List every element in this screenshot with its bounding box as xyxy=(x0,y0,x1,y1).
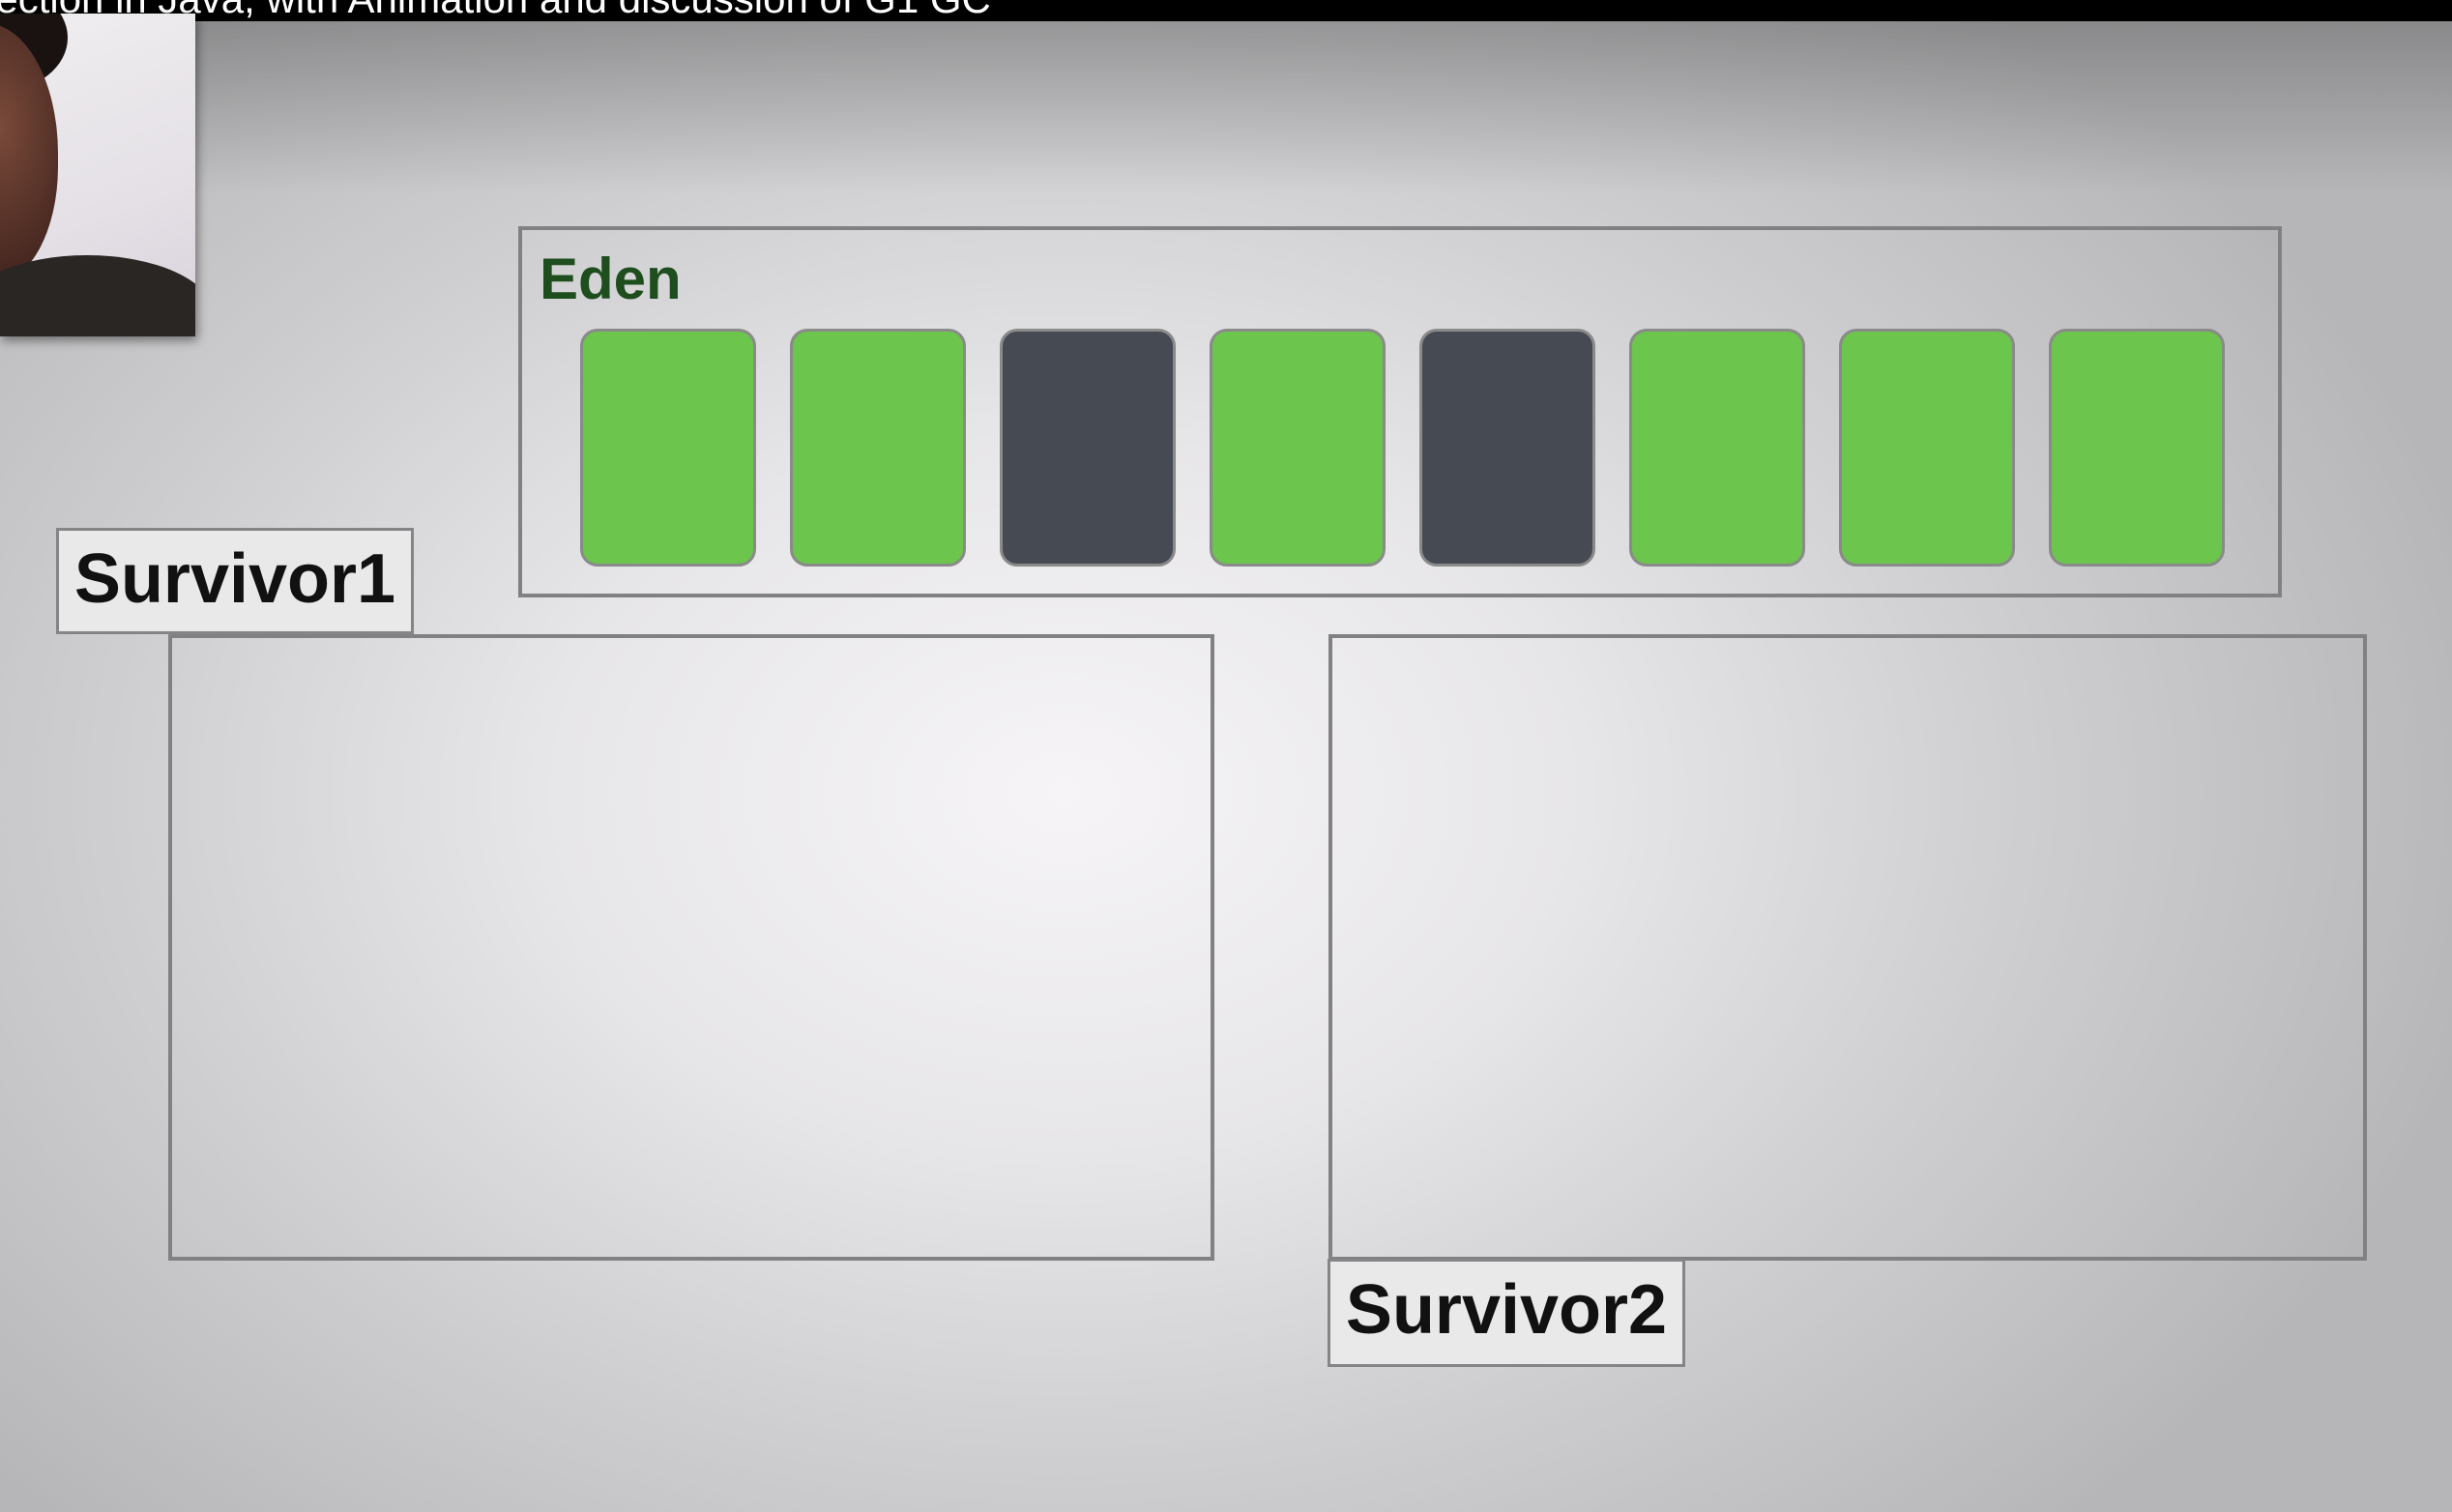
survivor1-label: Survivor1 xyxy=(56,528,414,634)
eden-object-unreferenced xyxy=(1419,329,1595,567)
eden-object-referenced xyxy=(2049,329,2225,567)
video-title: lection in Java, with Animation and disc… xyxy=(0,0,991,19)
eden-label: Eden xyxy=(540,247,682,311)
eden-object-referenced xyxy=(1839,329,2015,567)
survivor2-label: Survivor2 xyxy=(1328,1259,1685,1367)
video-title-bar: lection in Java, with Animation and disc… xyxy=(0,0,2452,21)
eden-object-referenced xyxy=(580,329,756,567)
eden-object-unreferenced xyxy=(1000,329,1176,567)
webcam-overlay xyxy=(0,14,195,336)
survivor1-space xyxy=(168,634,1214,1261)
eden-object-referenced xyxy=(1210,329,1386,567)
eden-space: Eden xyxy=(518,226,2282,597)
top-vignette xyxy=(0,0,2452,193)
survivor2-space xyxy=(1328,634,2367,1261)
presenter-shoulder xyxy=(0,255,195,336)
eden-object-referenced xyxy=(1629,329,1805,567)
eden-object-referenced xyxy=(790,329,966,567)
